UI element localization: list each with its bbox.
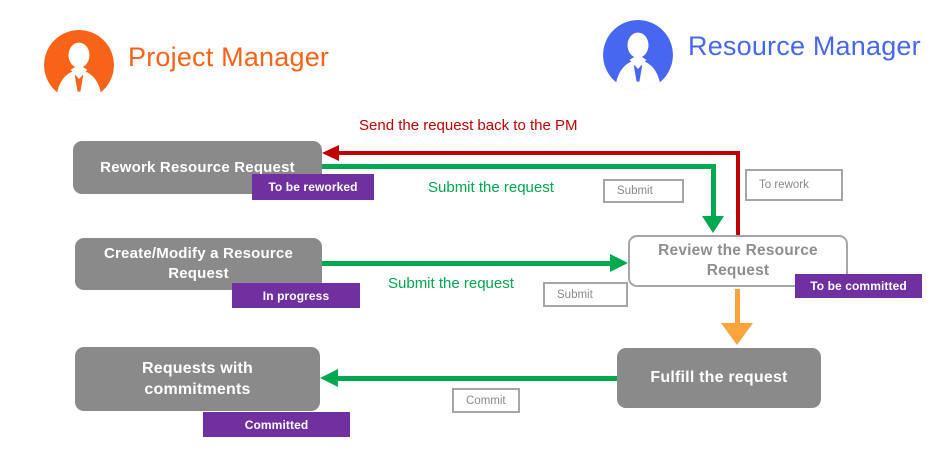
arrow-submit-middle-arrowhead (610, 254, 628, 272)
edge-label-submit-middle: Submit the request (388, 275, 514, 292)
resource-manager-title: Resource Manager (688, 31, 921, 61)
arrow-commit-arrowhead (320, 369, 338, 387)
node-label: Review the Resource Request (658, 241, 818, 279)
node-fulfill-request: Fulfill the request (617, 348, 821, 408)
status-badge-committed: Committed (203, 412, 350, 437)
arrow-send-back-vertical (736, 151, 740, 237)
project-manager-title: Project Manager (128, 42, 330, 72)
submit-button-middle[interactable]: Submit (543, 282, 628, 307)
arrow-send-back-arrowhead (322, 145, 339, 161)
node-label: Create/Modify a Resource Request (103, 245, 294, 282)
edge-label-submit-top: Submit the request (428, 179, 554, 196)
arrow-submit-top-arrowhead (702, 216, 724, 233)
to-rework-button[interactable]: To rework (745, 169, 843, 201)
submit-button-top[interactable]: Submit (603, 179, 684, 203)
node-create-modify-request: Create/Modify a Resource Request (75, 238, 322, 290)
status-badge-to-be-committed: To be committed (795, 274, 922, 298)
node-label: Fulfill the request (650, 369, 788, 387)
resource-manager-avatar (603, 20, 673, 90)
node-requests-with-commitments: Requests with commitments (75, 347, 320, 411)
person-icon (603, 20, 673, 90)
edge-label-send-back: Send the request back to the PM (359, 117, 578, 134)
project-manager-avatar (44, 30, 114, 100)
arrow-review-to-fulfill-arrowhead (721, 323, 753, 345)
commit-button[interactable]: Commit (452, 388, 520, 413)
node-label: Requests with commitments (141, 359, 254, 398)
status-badge-in-progress: In progress (232, 283, 360, 308)
arrow-submit-top-horizontal (322, 164, 716, 169)
arrow-commit-horizontal (336, 376, 617, 381)
arrow-submit-middle-horizontal (322, 261, 611, 266)
arrow-send-back-horizontal (336, 151, 740, 155)
node-label: Rework Resource Request (100, 158, 295, 176)
status-badge-to-be-reworked: To be reworked (252, 174, 374, 200)
person-icon (44, 30, 114, 100)
arrow-submit-top-vertical (711, 164, 716, 217)
node-review-resource-request: Review the Resource Request (628, 235, 848, 287)
arrow-review-to-fulfill-vertical (735, 289, 740, 324)
